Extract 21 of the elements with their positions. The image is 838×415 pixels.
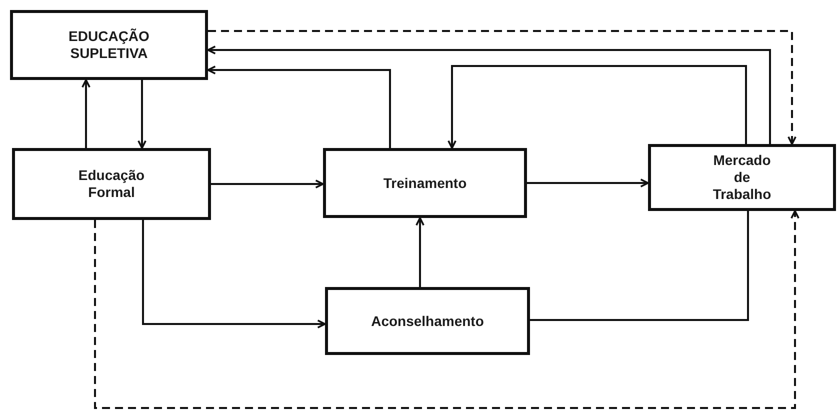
process-box	[10, 10, 208, 80]
process-box	[12, 148, 211, 220]
arrow	[138, 80, 146, 149]
arrow	[211, 180, 324, 188]
arrow	[448, 65, 747, 149]
box-label: Mercado de Trabalho	[712, 152, 772, 203]
arrow	[82, 79, 90, 148]
process-box	[648, 144, 836, 211]
dashed-arrow	[208, 30, 796, 145]
arrow	[207, 66, 391, 148]
process-box	[323, 148, 527, 218]
arrow	[207, 46, 771, 144]
dashed-arrow	[94, 210, 800, 409]
process-box	[325, 287, 530, 355]
box-label: EDUCAÇÃO SUPLETIVA	[68, 28, 150, 62]
arrow	[142, 220, 326, 328]
box-label: Treinamento	[383, 174, 467, 192]
arrow	[416, 217, 424, 287]
arrow	[527, 178, 649, 188]
box-label: Aconselhamento	[371, 312, 484, 330]
box-label: Educação Formal	[77, 167, 146, 201]
